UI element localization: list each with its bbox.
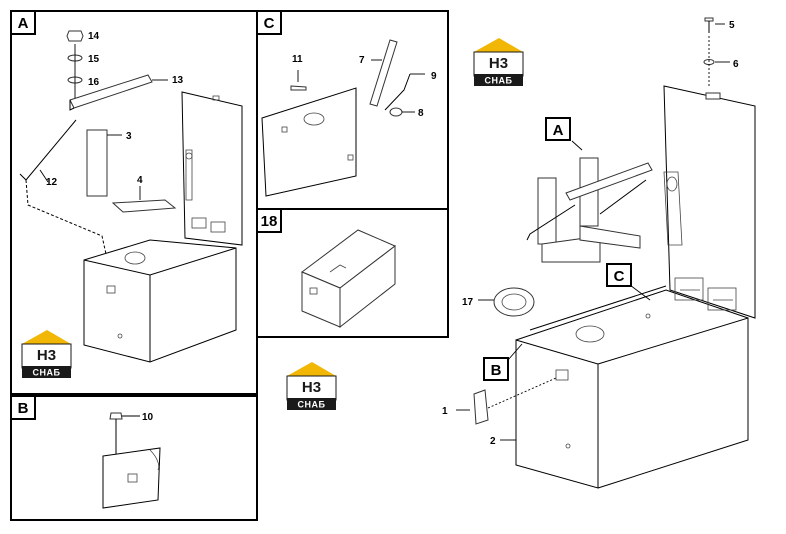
main-assembly: A B C 5 6 17 1 2 [442, 17, 756, 489]
panel-b-label: B [18, 400, 29, 417]
panel-c-label: C [264, 15, 275, 32]
part-label-12: 12 [46, 177, 58, 188]
logo-top-text: H3 [37, 347, 56, 364]
part-label-6: 6 [733, 59, 739, 70]
panel-a-bracket [69, 74, 168, 111]
callout-b: B [491, 362, 502, 379]
logo-top-text: H3 [489, 55, 508, 72]
panel-a-label: A [18, 15, 29, 32]
part-label-2: 2 [490, 436, 496, 447]
part-label-5: 5 [729, 20, 735, 31]
brand-logo-top-right: H3 СНАБ [473, 38, 524, 86]
part-label-11: 11 [292, 54, 303, 65]
callout-a: A [553, 122, 564, 139]
part-label-9: 9 [431, 71, 437, 82]
brand-logo-center: H3 СНАБ [286, 362, 337, 410]
part-label-7: 7 [359, 55, 365, 66]
part-label-4: 4 [137, 175, 143, 186]
logo-top-text: H3 [302, 379, 321, 396]
part-label-17: 17 [462, 297, 474, 308]
part-label-16: 16 [88, 77, 100, 88]
panel-a-block-3 [86, 129, 108, 197]
logo-bottom-text: СНАБ [33, 368, 61, 378]
panel-a: A [10, 10, 258, 395]
part-label-3: 3 [126, 131, 132, 142]
panel-a-fasteners [66, 30, 84, 98]
part-label-10: 10 [142, 412, 154, 423]
part-label-8: 8 [418, 108, 424, 119]
panel-a-plate-4 [111, 199, 177, 213]
panel-18: 18 [256, 208, 449, 338]
part-label-13: 13 [172, 75, 184, 86]
logo-bottom-text: СНАБ [485, 76, 513, 86]
callout-c: C [614, 268, 625, 285]
logo-bottom-text: СНАБ [298, 400, 326, 410]
panel-a-rod [19, 119, 107, 255]
panel-a-box [83, 91, 243, 363]
panel-c: C 11 7 9 8 [256, 10, 449, 210]
part-label-14: 14 [88, 31, 100, 42]
part-label-15: 15 [88, 54, 100, 65]
brand-logo-panel-a: H3 СНАБ [21, 330, 72, 378]
panel-b: B 10 [10, 395, 258, 521]
panel-18-label: 18 [261, 213, 278, 230]
part-label-1: 1 [442, 406, 448, 417]
